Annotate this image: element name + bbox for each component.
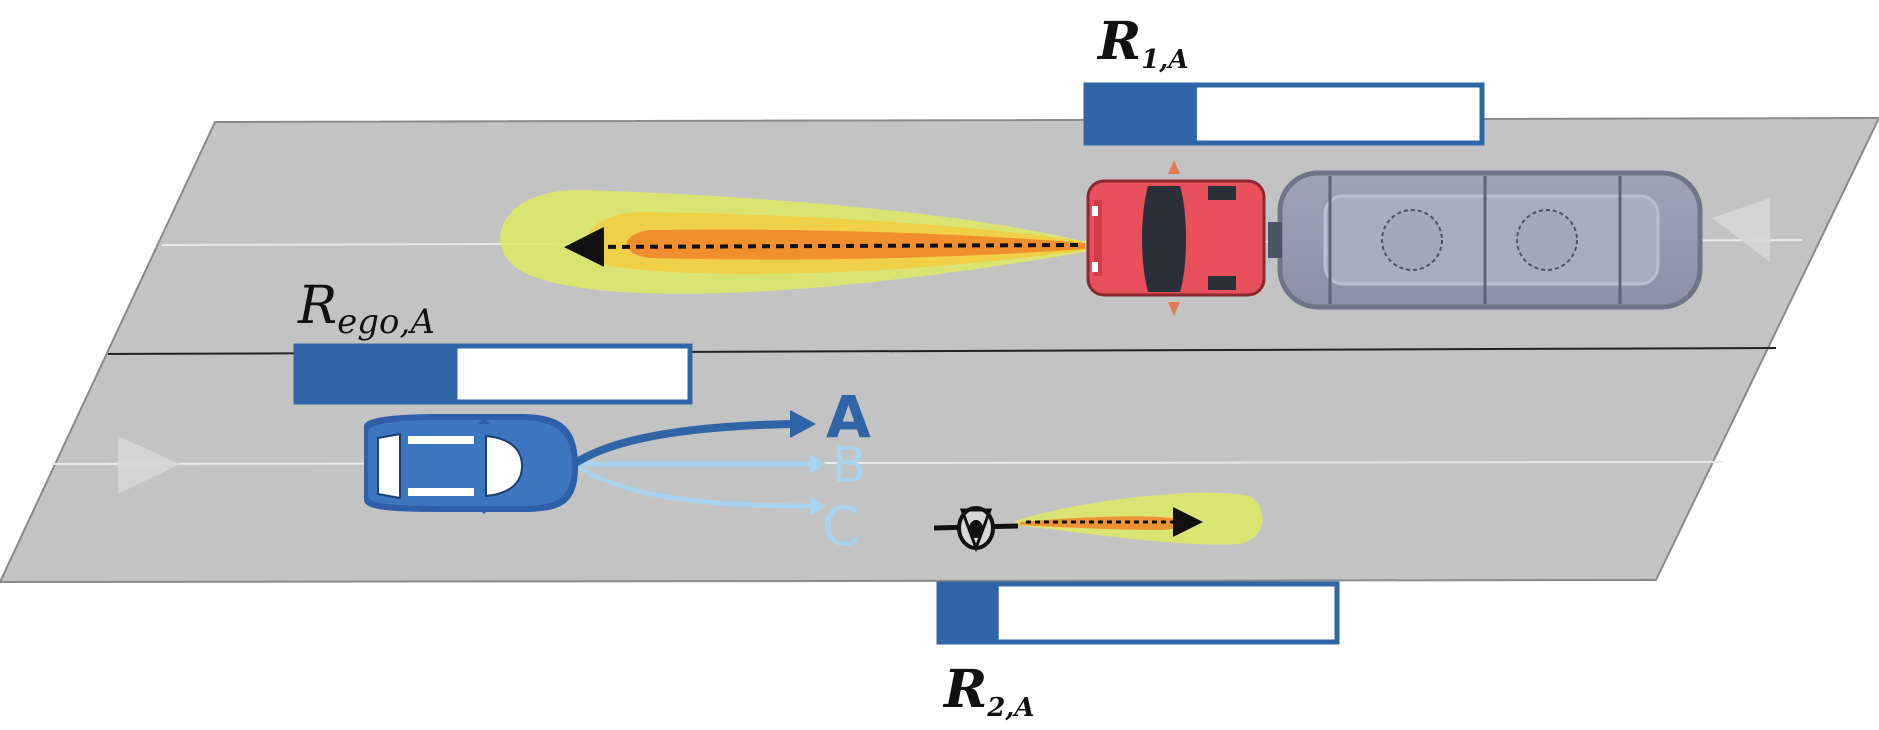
risk-label-r1-subscript: 1,A xyxy=(1141,45,1189,75)
risk-label-ego-subscript: ego,A xyxy=(337,302,435,342)
risk-label-ego: Rego,A xyxy=(298,280,435,339)
risk-label-ego-base: R xyxy=(298,276,338,336)
option-a-path xyxy=(571,420,793,468)
risk-bar-r2 xyxy=(936,581,1340,645)
cyclist-icon xyxy=(933,506,1019,553)
risk-bar-r1 xyxy=(1083,82,1485,146)
ego-maneuver-options xyxy=(571,410,826,516)
option-c-path xyxy=(572,461,811,509)
risk-label-r2-base: R xyxy=(944,659,988,720)
risk-label-r1-base: R xyxy=(1098,11,1142,72)
truck-risk-field xyxy=(500,190,1085,294)
ego-car-icon xyxy=(364,414,578,514)
cyclist-risk-field xyxy=(1015,492,1263,545)
option-b-label: B xyxy=(832,436,867,494)
risk-bar-ego xyxy=(293,343,693,405)
lane-direction-arrow-left-icon xyxy=(1712,198,1770,262)
risk-label-r1: R1,A xyxy=(1098,16,1189,75)
risk-label-r2: R2,A xyxy=(944,664,1035,723)
truck-path-arrow xyxy=(564,226,1079,267)
risk-label-r2-subscript: 2,A xyxy=(987,693,1035,723)
option-c-label: C xyxy=(822,495,860,558)
option-a-label: A xyxy=(826,383,871,451)
lane-direction-arrow-right-icon xyxy=(118,436,180,494)
lane-center-line-bottom xyxy=(51,461,1723,465)
truck-icon xyxy=(1086,160,1703,316)
